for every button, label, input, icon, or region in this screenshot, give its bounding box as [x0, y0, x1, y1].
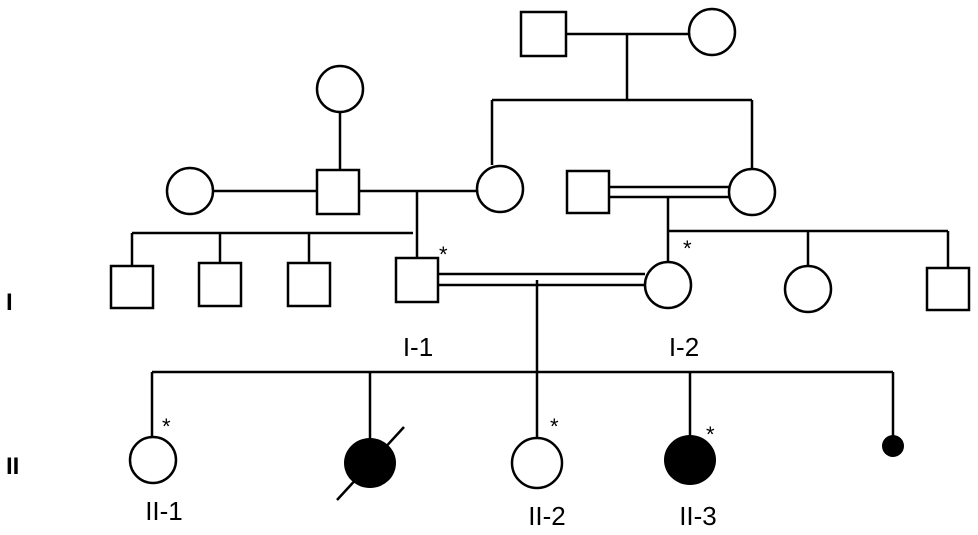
- generation-label-i: I: [6, 289, 13, 316]
- ii-1-asterisk: *: [162, 414, 171, 439]
- ii-3-filled-circle: [664, 435, 716, 485]
- maternal-uncle-square: [925, 266, 971, 312]
- i-1-square: [394, 256, 440, 304]
- paternal-grandfather-square: [315, 168, 361, 216]
- miscarriage-dot: [882, 435, 904, 457]
- paternal-uncle-1-square: [109, 264, 155, 310]
- generation-label-ii: II: [6, 453, 19, 480]
- maternal-aunt-circle: [783, 264, 833, 314]
- great-grandmother-circle: [687, 7, 737, 57]
- i-2-asterisk: *: [683, 236, 692, 261]
- ii-3-label: II-3: [679, 501, 717, 531]
- i-1-label: I-1: [403, 332, 433, 362]
- i-2-label: I-2: [669, 332, 699, 362]
- paternal-great-grandmother-circle: [315, 64, 365, 114]
- deceased-slash: [336, 426, 405, 501]
- i-1-asterisk: *: [439, 242, 448, 267]
- paternal-uncle-2-square: [197, 261, 243, 308]
- ii-2-label: II-2: [528, 501, 566, 531]
- first-wife-circle: [165, 166, 215, 216]
- ii-2-asterisk: *: [550, 414, 559, 439]
- ii-2-circle: [510, 436, 564, 490]
- ii-3-asterisk: *: [706, 422, 715, 447]
- paternal-uncle-3-square: [286, 261, 332, 308]
- great-grandfather-square: [519, 10, 568, 58]
- ii-1-circle: [128, 435, 178, 485]
- i-2-circle: [643, 260, 693, 310]
- maternal-grandfather-square: [565, 169, 611, 215]
- paternal-grandmother-circle: [475, 164, 525, 214]
- ii-1-label: II-1: [145, 496, 183, 526]
- maternal-grandmother-circle: [727, 167, 777, 217]
